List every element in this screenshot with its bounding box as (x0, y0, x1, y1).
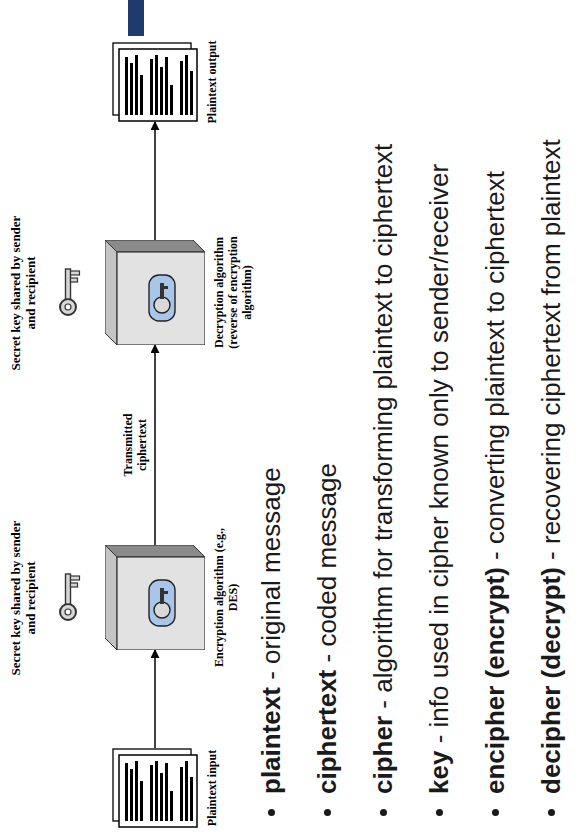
bullet-dot (380, 809, 387, 816)
bullet-dot (548, 809, 555, 816)
algorithm-box (105, 545, 205, 650)
key-caption: Secret key shared by sender and recipien… (8, 516, 38, 680)
term-text: plaintext (256, 687, 286, 794)
term-text: key (424, 751, 454, 794)
definition-text: - coded message (312, 463, 342, 662)
definition-text: - converting plaintext to ciphertext (480, 171, 510, 560)
bullet-dot (268, 809, 275, 816)
bullet-row: encipher (encrypt) - converting plaintext… (480, 171, 510, 794)
flow-arrow (154, 650, 156, 748)
term-text: encipher (encrypt) (480, 567, 510, 794)
node-caption: Plaintext output (205, 40, 219, 124)
document-node: Plaintext input (112, 748, 198, 828)
term-text: cipher (368, 716, 398, 794)
node-caption: Plaintext input (205, 746, 219, 830)
flow-arrow (154, 345, 156, 545)
bullet-row: decipher (decrypt) - recovering ciphertex… (536, 139, 566, 794)
process-box: Decryption algorithm (reverse of encrypt… (105, 240, 205, 345)
bullet-dot (436, 809, 443, 816)
key-icon (56, 266, 84, 318)
bullet-dot (492, 809, 499, 816)
document-icon (112, 42, 198, 122)
key-caption: Secret key shared by sender and recipien… (8, 211, 38, 375)
bullet-row: ciphertext - coded message (312, 463, 342, 794)
definition-text: - info used in cipher known only to send… (424, 164, 454, 744)
bullet-row: cipher - algorithm for transforming plain… (368, 144, 398, 794)
node-caption: Encryption algorithm (e.g., DES) (212, 528, 240, 668)
term-text: ciphertext (312, 670, 342, 794)
document-icon (112, 748, 198, 828)
bullet-row: key - info used in cipher known only to s… (424, 164, 454, 794)
algorithm-box (105, 240, 205, 345)
flow-arrow (154, 122, 156, 240)
document-node: Plaintext output (112, 42, 198, 122)
edge-label: Transmitted ciphertext (121, 400, 149, 490)
definition-text: - algorithm for transforming plaintext t… (368, 144, 398, 709)
term-text: decipher (decrypt) (536, 567, 566, 794)
node-caption: Decryption algorithm (reverse of encrypt… (212, 223, 254, 363)
definition-text: - recovering ciphertext from plaintext (536, 139, 566, 560)
title-bar (128, 0, 144, 36)
key-icon (56, 571, 84, 623)
process-box: Encryption algorithm (e.g., DES) (105, 545, 205, 650)
bullet-dot (324, 809, 331, 816)
bullet-row: plaintext - original message (256, 467, 286, 794)
definition-text: - original message (256, 467, 286, 679)
